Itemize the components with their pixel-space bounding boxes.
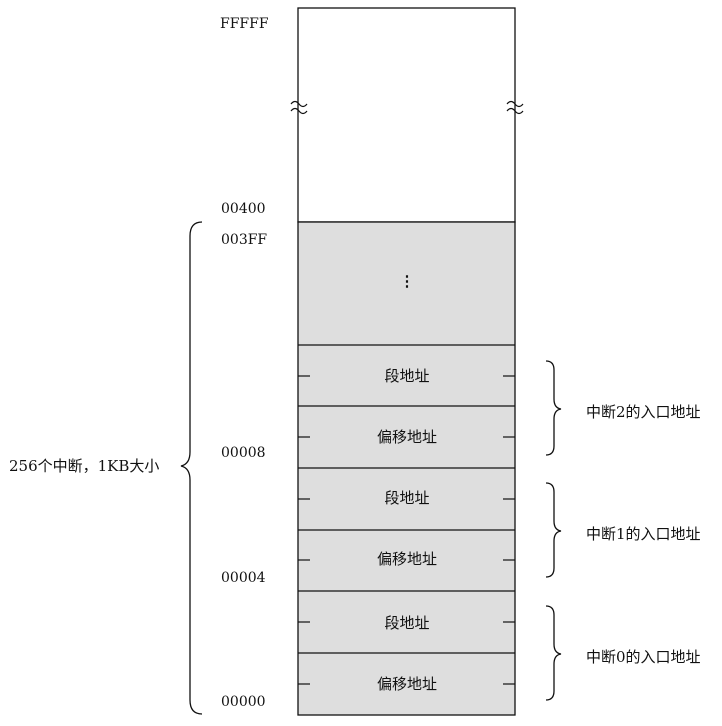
segment-address-label: 段地址 (384, 367, 430, 385)
brace-int1 (545, 482, 562, 578)
ellipsis-mark: ⋮ (399, 272, 415, 290)
vector-label-int2: 中断2的入口地址 (586, 403, 701, 421)
offset-address-label: 偏移地址 (376, 675, 437, 693)
offset-address-label: 偏移地址 (376, 550, 437, 568)
vector-table-size-label: 256个中断，1KB大小 (9, 457, 160, 475)
address-00008: 00008 (221, 445, 266, 461)
vector-label-int0: 中断0的入口地址 (586, 648, 701, 666)
address-top: FFFFF (220, 16, 269, 32)
brace-int0 (545, 605, 562, 701)
vector-label-int1: 中断1的入口地址 (586, 525, 701, 543)
brace-vector-table (180, 221, 203, 715)
segment-address-label: 段地址 (384, 489, 430, 507)
address-00000: 00000 (221, 694, 266, 710)
left-break-mark (290, 100, 308, 115)
offset-address-label: 偏移地址 (376, 428, 437, 446)
upper-memory-region (297, 7, 516, 223)
address-00004: 00004 (221, 570, 266, 586)
segment-address-label: 段地址 (384, 614, 430, 632)
right-break-mark (506, 100, 524, 115)
address-003ff: 003FF (221, 232, 268, 248)
brace-int2 (545, 360, 562, 456)
address-00400: 00400 (221, 201, 266, 217)
